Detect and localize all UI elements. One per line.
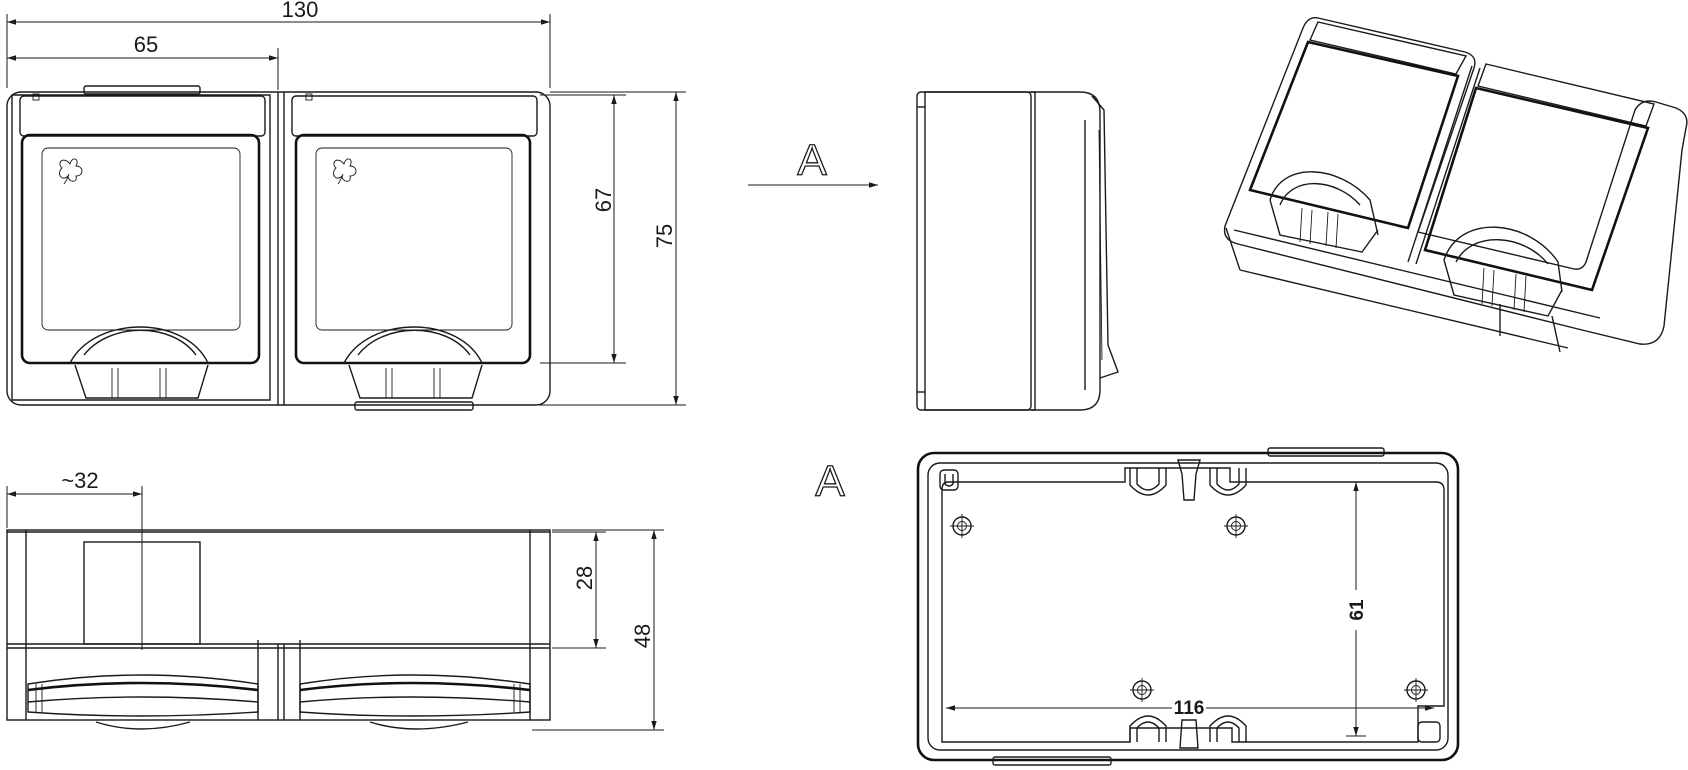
dim-28-label: 28	[572, 566, 597, 590]
screw-hole-icon	[1223, 513, 1249, 539]
dim-48-label: 48	[630, 624, 655, 648]
front-module-right	[291, 93, 538, 399]
side-view	[916, 91, 1119, 411]
screw-hole-icon	[949, 513, 975, 539]
dimension-module-width: 65	[7, 32, 279, 90]
clover-logo-icon	[333, 158, 357, 185]
keyhole-bottom-right	[1209, 715, 1247, 742]
dimension-offset: ~32	[6, 468, 143, 650]
dim-67-label: 67	[591, 188, 616, 212]
dim-61-label: 61	[1347, 599, 1368, 621]
front-module-left	[11, 93, 271, 401]
isometric-view	[1223, 17, 1688, 353]
view-label-a-section: A	[815, 457, 845, 506]
dim-116-label: 116	[1174, 698, 1205, 719]
dimension-side-total: 48	[532, 529, 664, 731]
dim-130-label: 130	[282, 0, 319, 22]
keyhole-top-left	[1129, 468, 1167, 496]
view-direction-arrow: A	[748, 135, 878, 188]
view-label-a-arrow: A	[797, 136, 827, 185]
dimension-total-height: 75	[473, 91, 686, 406]
keyhole-bottom-left	[1129, 715, 1167, 742]
screw-hole-icon	[1403, 677, 1429, 703]
dimension-mount-width: 116	[946, 696, 1434, 719]
dimension-mount-height: 61	[1344, 481, 1368, 737]
dimension-inner-height: 67	[540, 94, 626, 364]
front-view: 130 65 67 75	[6, 0, 686, 411]
dimension-side-partial: 28	[552, 531, 606, 649]
dimension-total-width: 130	[6, 0, 551, 88]
back-view-a: 116 61	[916, 447, 1460, 766]
dim-65-label: 65	[134, 32, 158, 57]
screw-hole-icon	[1129, 677, 1155, 703]
clover-logo-icon	[59, 158, 83, 185]
keyhole-top-right	[1209, 468, 1247, 496]
dim-32-label: ~32	[61, 468, 98, 493]
dim-75-label: 75	[652, 224, 677, 248]
bottom-view: ~32 28 48	[6, 468, 664, 731]
